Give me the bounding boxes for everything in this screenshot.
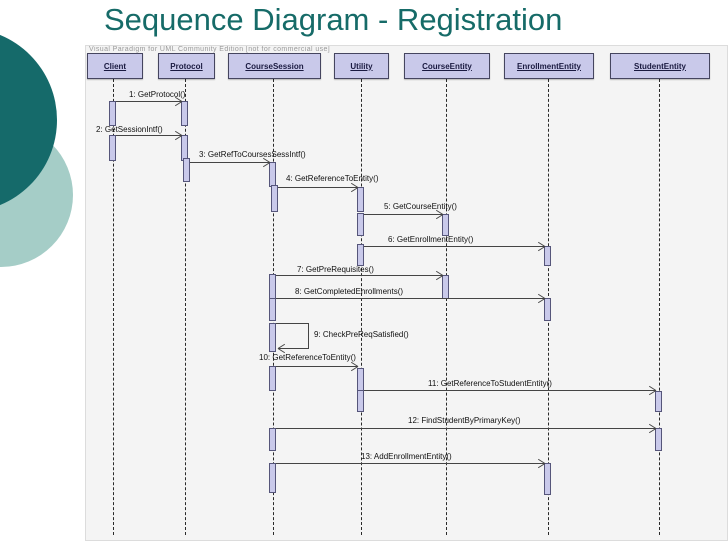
- lifeline-label: StudentEntity: [634, 61, 686, 71]
- activation-bar: [442, 275, 449, 299]
- activation-bar: [269, 463, 276, 493]
- activation-bar: [655, 391, 662, 412]
- activation-bar: [109, 135, 116, 161]
- message-arrow: [116, 135, 181, 136]
- message-arrow: [276, 366, 357, 367]
- lifeline-head-enrollmententity: EnrollmentEntity: [504, 53, 594, 79]
- activation-bar: [269, 428, 276, 451]
- lifeline-client: [113, 79, 114, 535]
- activation-bar: [269, 274, 276, 299]
- self-message-side-line: [308, 323, 309, 349]
- message-arrow: [276, 463, 544, 464]
- activation-bar: [544, 463, 551, 495]
- lifeline-label: Utility: [350, 61, 373, 71]
- message-arrow: [278, 187, 357, 188]
- lifeline-courseentity: [446, 79, 447, 535]
- message-label: 8: GetCompletedEnrollments(): [295, 287, 404, 296]
- message-label: 6: GetEnrollmentEntity(): [388, 235, 474, 244]
- message-arrow: [190, 162, 269, 163]
- activation-bar: [357, 368, 364, 391]
- activation-bar: [357, 213, 364, 236]
- activation-bar: [181, 101, 188, 126]
- activation-bar: [183, 158, 190, 182]
- activation-bar: [655, 428, 662, 451]
- lifeline-head-coursesession: CourseSession: [228, 53, 321, 79]
- message-label: 5: GetCourseEntity(): [384, 202, 457, 211]
- activation-bar: [442, 214, 449, 236]
- message-arrow: [276, 298, 544, 299]
- watermark-text: Visual Paradigm for UML Community Editio…: [89, 46, 331, 53]
- message-label: 9: CheckPreReqSatisfied(): [314, 330, 409, 339]
- message-label: 11: GetReferenceToStudentEntity(): [428, 379, 552, 388]
- message-label: 3: GetRefToCoursesSessIntf(): [199, 150, 306, 159]
- self-message-top-line: [276, 323, 308, 324]
- message-label: 4: GetReferenceToEntity(): [286, 174, 379, 183]
- activation-bar: [357, 187, 364, 212]
- activation-bar: [269, 366, 276, 391]
- message-label: 7: GetPreRequisites(): [297, 265, 374, 274]
- activation-bar: [544, 298, 551, 321]
- message-label: 13: AddEnrollmentEntity(): [361, 452, 452, 461]
- message-arrow: [364, 214, 442, 215]
- lifeline-label: Client: [103, 61, 127, 71]
- message-arrow: [116, 101, 181, 102]
- lifeline-head-studententity: StudentEntity: [610, 53, 710, 79]
- lifeline-label: Protocol: [170, 61, 203, 71]
- activation-bar: [269, 323, 276, 352]
- message-label: 10: GetReferenceToEntity(): [259, 353, 356, 362]
- lifeline-utility: [361, 79, 362, 535]
- message-label: 12: FindStudentByPrimaryKey(): [408, 416, 521, 425]
- lifeline-label: CourseEntity: [422, 61, 472, 71]
- activation-bar: [269, 162, 276, 187]
- self-message-return-arrow: [279, 348, 309, 349]
- lifeline-studententity: [659, 79, 660, 535]
- lifeline-head-protocol: Protocol: [158, 53, 215, 79]
- lifeline-protocol: [185, 79, 186, 535]
- message-arrow: [364, 390, 655, 391]
- slide-title: Sequence Diagram - Registration: [104, 2, 563, 37]
- message-arrow: [276, 275, 442, 276]
- lifeline-head-client: Client: [87, 53, 143, 79]
- activation-bar: [271, 185, 278, 212]
- message-label: 1: GetProtocol(): [129, 90, 186, 99]
- activation-bar: [357, 244, 364, 266]
- message-arrow: [276, 428, 655, 429]
- activation-bar: [357, 390, 364, 412]
- activation-bar: [544, 246, 551, 266]
- lifeline-head-utility: Utility: [334, 53, 389, 79]
- lifeline-label: CourseSession: [245, 61, 304, 71]
- sequence-diagram: Visual Paradigm for UML Community Editio…: [85, 45, 728, 541]
- lifeline-label: EnrollmentEntity: [516, 61, 581, 71]
- activation-bar: [269, 298, 276, 321]
- message-label: 2: GetSessionIntf(): [96, 125, 163, 134]
- message-arrow: [364, 246, 544, 247]
- lifeline-head-courseentity: CourseEntity: [404, 53, 490, 79]
- activation-bar: [109, 101, 116, 126]
